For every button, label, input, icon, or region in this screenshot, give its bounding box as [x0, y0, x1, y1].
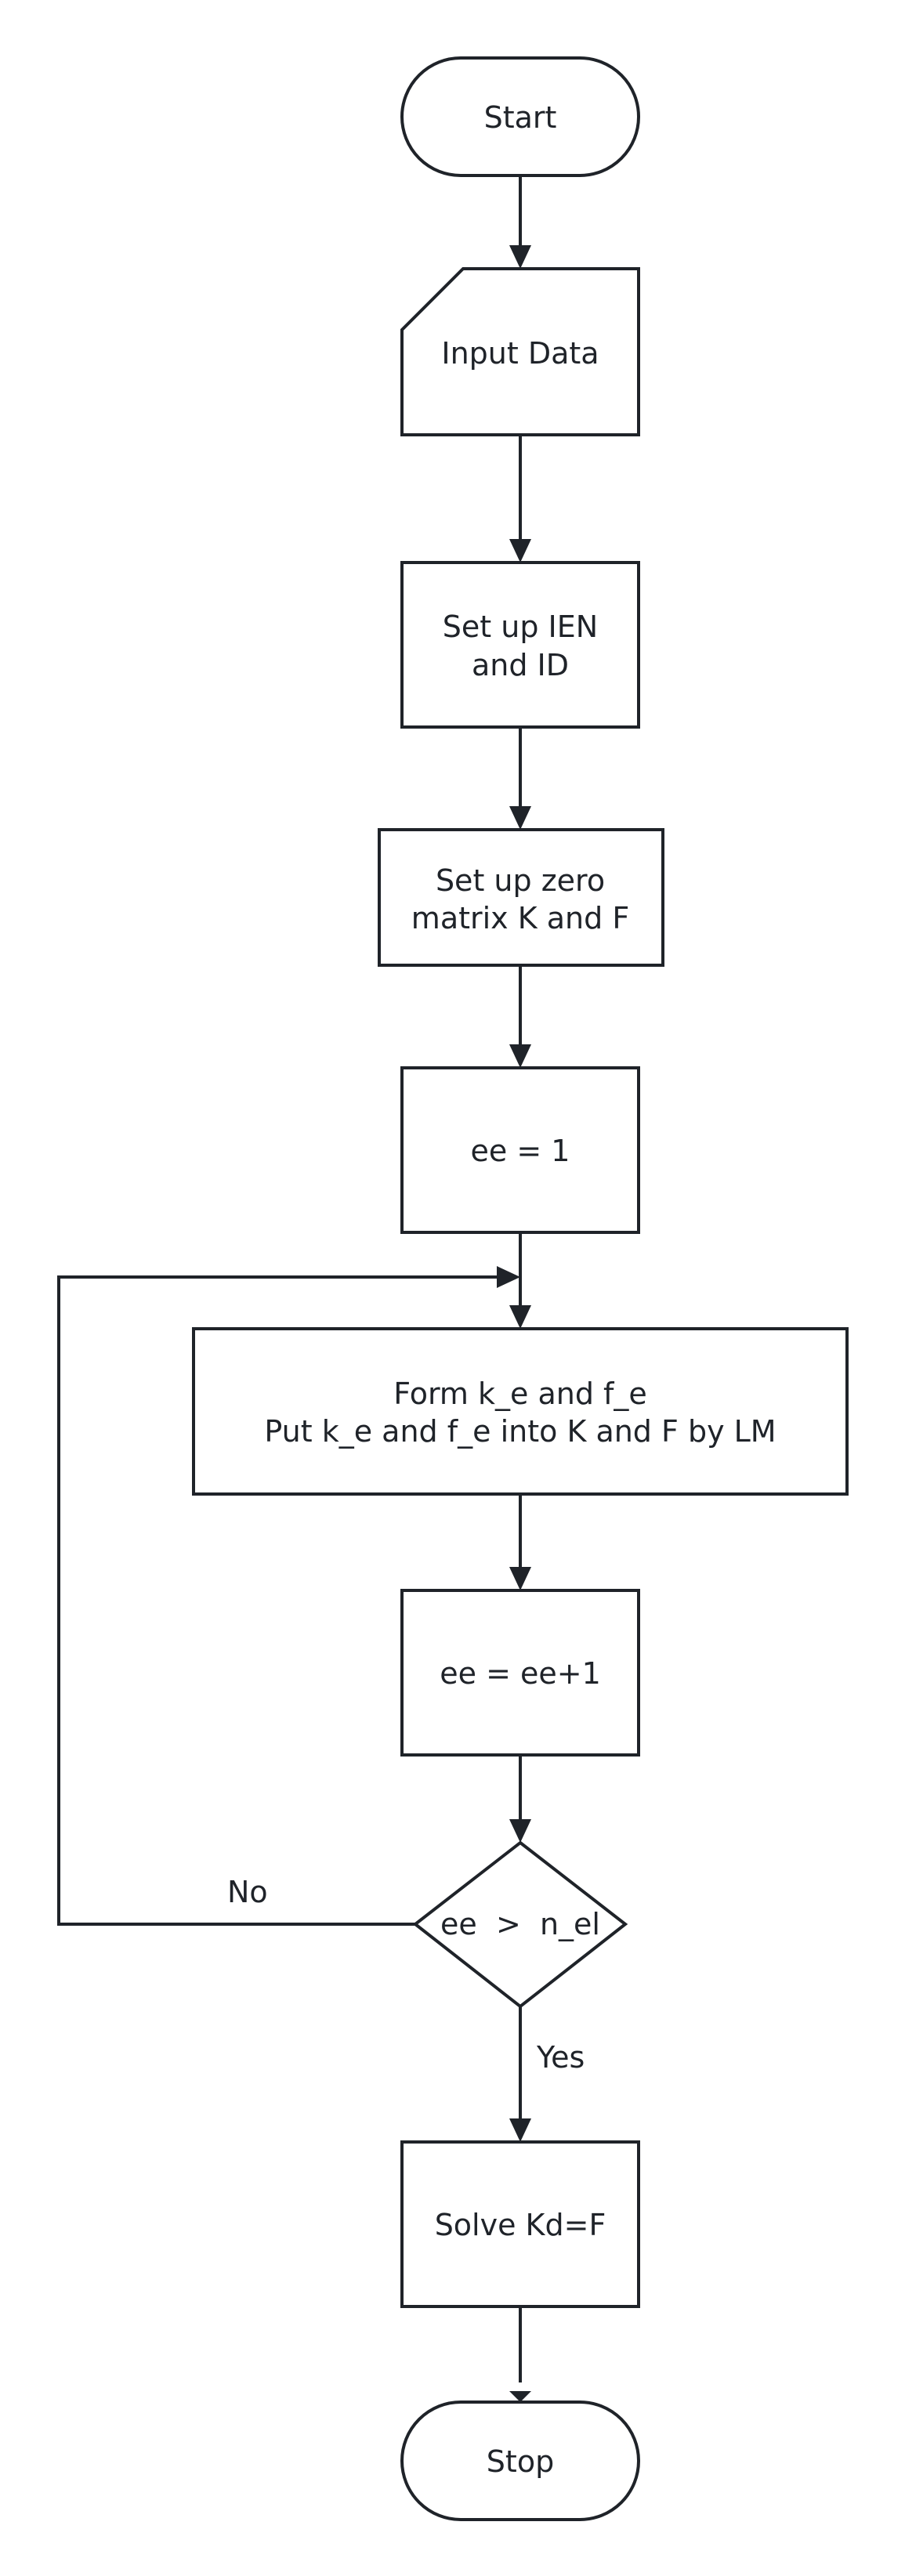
edge-labels: No Yes — [227, 1875, 585, 2075]
arrowhead-decision-solve — [509, 2118, 531, 2142]
setup-zero-label-line1: Set up zero — [436, 863, 605, 898]
start-label: Start — [484, 100, 557, 135]
arrowhead-loop-no — [497, 1266, 520, 1288]
setup-zero-label-line2: matrix K and F — [411, 901, 629, 935]
arrowhead-ien-zero — [509, 806, 531, 830]
input-data-label: Input Data — [441, 336, 599, 371]
arrowhead-eeinc-decision — [509, 1819, 531, 1843]
arrowhead-start-input — [509, 245, 531, 269]
setup-ien-node — [400, 561, 640, 729]
solve-label: Solve Kd=F — [435, 2208, 606, 2242]
ee-increment-label: ee = ee+1 — [440, 1656, 601, 1691]
no-label: No — [227, 1875, 268, 1909]
arrowhead-form-eeinc — [509, 1567, 531, 1590]
decision-label: ee > n_el — [440, 1907, 600, 1941]
setup-ien-label-line1: Set up IEN — [443, 610, 598, 644]
arrowhead-solve-stop — [509, 2391, 531, 2402]
arrowhead-eeinit-form — [509, 1305, 531, 1329]
solve-node — [400, 2140, 640, 2308]
ee-increment-node — [400, 1589, 640, 1757]
form-ke-fe-label-line2: Put k_e and f_e into K and F by LM — [264, 1414, 776, 1449]
arrowhead-zero-eeinit — [509, 1044, 531, 1068]
edge-loop-no — [57, 1275, 501, 1926]
flowchart-edges — [57, 175, 531, 2402]
form-ke-fe-label-line1: Form k_e and f_e — [393, 1377, 647, 1411]
stop-label: Stop — [487, 2444, 554, 2479]
form-ke-fe-node — [192, 1327, 849, 1496]
arrowhead-input-ien — [509, 539, 531, 563]
yes-label: Yes — [536, 2040, 585, 2075]
flowchart-nodes: Start Input Data Set up IEN and ID Set u… — [192, 56, 849, 2521]
ee-init-label: ee = 1 — [471, 1134, 570, 1168]
setup-ien-label-line2: and ID — [472, 648, 569, 682]
